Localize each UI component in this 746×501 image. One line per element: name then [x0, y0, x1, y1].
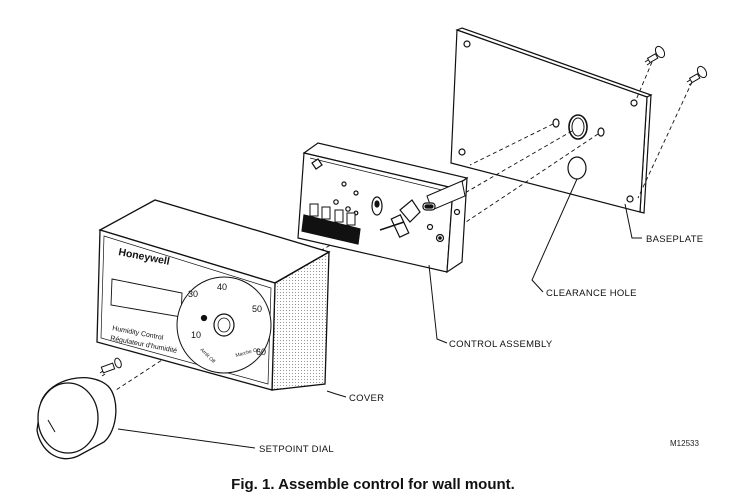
- dial-number-60: 60: [256, 347, 266, 357]
- dial-number-30: 30: [188, 289, 198, 299]
- leader-lines: [117, 178, 642, 449]
- dial-number-50: 50: [252, 304, 262, 314]
- baseplate: [450, 27, 653, 214]
- dial-number-10: 10: [191, 330, 201, 340]
- mounting-screw-lower: [686, 65, 708, 86]
- control-assembly: [297, 142, 469, 274]
- label-setpoint-dial: SETPOINT DIAL: [259, 444, 334, 455]
- label-control-assembly: CONTROL ASSEMBLY: [449, 339, 553, 350]
- figure-id: M12533: [670, 439, 699, 448]
- label-cover: COVER: [349, 393, 384, 404]
- setpoint-dial: [36, 377, 117, 460]
- label-clearance-hole: CLEARANCE HOLE: [546, 288, 637, 299]
- cover-screw: [99, 357, 122, 377]
- label-baseplate: BASEPLATE: [646, 234, 703, 245]
- dial-number-40: 40: [217, 282, 227, 292]
- figure-caption: Fig. 1. Assemble control for wall mount.: [231, 476, 515, 493]
- cover: [96, 199, 331, 391]
- mounting-screw-upper: [644, 45, 666, 66]
